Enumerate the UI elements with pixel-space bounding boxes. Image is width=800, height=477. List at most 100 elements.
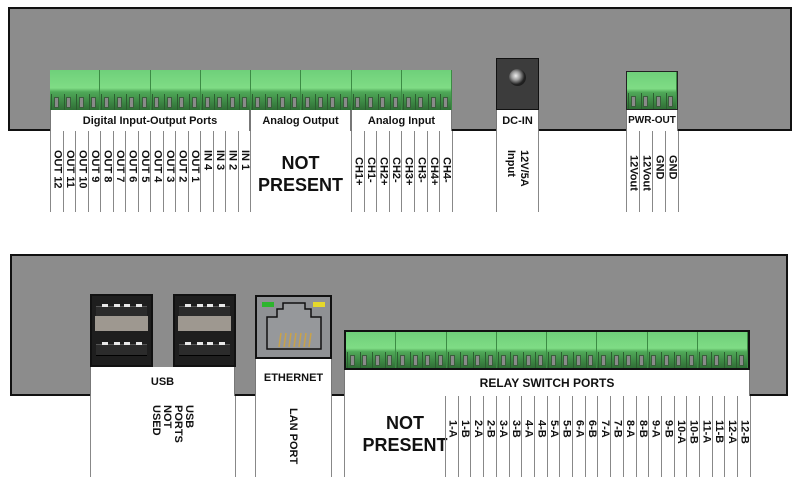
digital-io-divider <box>112 131 114 212</box>
terminal-screw <box>487 355 493 366</box>
digital-io-pin-label: OUT 11 <box>63 150 76 188</box>
digital-io-pin-label: OUT 4 <box>151 150 164 183</box>
dc-in-desc-line1: 12V/5A <box>518 150 530 187</box>
terminal-screw <box>191 97 197 108</box>
terminal-divider <box>264 94 266 110</box>
relay-pin-label: 4-A <box>522 420 535 438</box>
relay-pin-label: 11-A <box>700 420 713 444</box>
terminal-screw <box>575 355 581 366</box>
terminal-screw <box>500 355 506 366</box>
terminal-screw <box>443 97 449 108</box>
terminal-block <box>497 332 547 368</box>
terminal-divider <box>214 94 216 110</box>
terminal-screw <box>374 355 380 366</box>
usb-contact <box>114 304 120 307</box>
terminal-block <box>346 332 397 368</box>
usb-contact <box>136 342 142 345</box>
terminal-screw <box>367 97 373 108</box>
terminal-divider <box>402 94 404 110</box>
terminal-divider <box>365 94 367 110</box>
digital-io-divider <box>175 131 176 212</box>
usb-contact <box>185 342 191 345</box>
relay-pin-label: 5-A <box>547 420 560 438</box>
terminal-screw <box>380 97 386 108</box>
terminal-divider <box>397 352 399 368</box>
usb-contact <box>124 342 130 345</box>
terminal-divider <box>409 352 411 368</box>
terminal-divider <box>673 352 675 368</box>
pwr-out-divider <box>639 131 640 212</box>
dc-in-line-right <box>538 131 539 212</box>
terminal-screw <box>53 97 59 108</box>
usb-port-1[interactable] <box>90 294 153 367</box>
pwr-out-divider <box>626 131 627 212</box>
terminal-divider <box>76 94 78 110</box>
analog-input-label: Analog Input <box>351 110 452 131</box>
terminal-block <box>50 70 101 110</box>
usb-desc-line: PORTS <box>172 405 184 443</box>
terminal-screw <box>630 96 636 107</box>
pwr-out-divider <box>652 131 653 212</box>
usb-port-2[interactable] <box>173 294 236 367</box>
digital-io-pin-label: OUT 5 <box>138 150 151 183</box>
analog-input-divider <box>439 131 441 212</box>
terminal-screw <box>412 355 418 366</box>
digital-io-divider <box>212 131 214 212</box>
relay-divider <box>597 396 599 477</box>
terminal-divider <box>434 352 436 368</box>
relay-divider <box>559 396 561 477</box>
relay-pin-label: 11-B <box>713 420 726 444</box>
ethernet-link-led <box>262 302 274 307</box>
relay-divider <box>572 396 573 477</box>
terminal-screw <box>292 97 298 108</box>
terminal-divider <box>628 93 629 109</box>
terminal-screw <box>701 355 707 366</box>
terminal-screw <box>154 97 160 108</box>
terminal-screw <box>342 97 348 108</box>
relay-divider <box>711 396 713 477</box>
terminal-divider <box>63 94 65 110</box>
terminal-divider <box>359 352 361 368</box>
terminal-screw <box>330 97 336 108</box>
digital-io-pin-label: OUT 12 <box>51 150 64 189</box>
terminal-divider <box>460 352 462 368</box>
terminal-block <box>396 332 447 368</box>
terminal-block <box>447 332 497 368</box>
relay-not-present: NOT PRESENT <box>362 413 448 455</box>
relay-divider <box>622 396 624 477</box>
analog-input-divider <box>414 131 415 212</box>
ethernet-port[interactable] <box>255 295 332 359</box>
digital-io-pin-label: OUT 10 <box>76 150 89 189</box>
analog-input-divider <box>451 131 453 212</box>
terminal-divider <box>352 94 354 110</box>
terminal-divider <box>226 94 228 110</box>
terminal-divider <box>623 352 625 368</box>
terminal-divider <box>497 352 499 368</box>
relay-divider <box>686 396 688 477</box>
usb-contact <box>102 342 108 345</box>
usb-desc-line: USB <box>183 405 195 429</box>
terminal-screw <box>254 97 260 108</box>
terminal-screw <box>141 97 147 108</box>
analog-output-divider <box>250 131 251 212</box>
usb-contact <box>124 304 130 307</box>
digital-io-divider <box>87 131 89 212</box>
terminal-divider <box>548 352 549 368</box>
terminal-divider <box>510 352 512 368</box>
terminal-divider <box>522 352 524 368</box>
analog-input-pin-label: CH4- <box>440 157 453 183</box>
terminal-screw <box>166 97 172 108</box>
relay-pin-label: 7-A <box>598 420 611 438</box>
usb-contact <box>219 342 225 345</box>
analog-input-divider <box>426 131 428 212</box>
pwr-out-divider <box>665 131 666 212</box>
relay-divider <box>648 396 650 477</box>
terminal-divider <box>427 94 429 110</box>
terminal-screw <box>563 355 569 366</box>
digital-io-divider <box>150 131 151 212</box>
usb-contact <box>197 342 203 345</box>
terminal-divider <box>640 93 642 109</box>
terminal-divider <box>201 94 203 110</box>
terminal-divider <box>598 352 600 368</box>
terminal-screw <box>626 355 632 366</box>
